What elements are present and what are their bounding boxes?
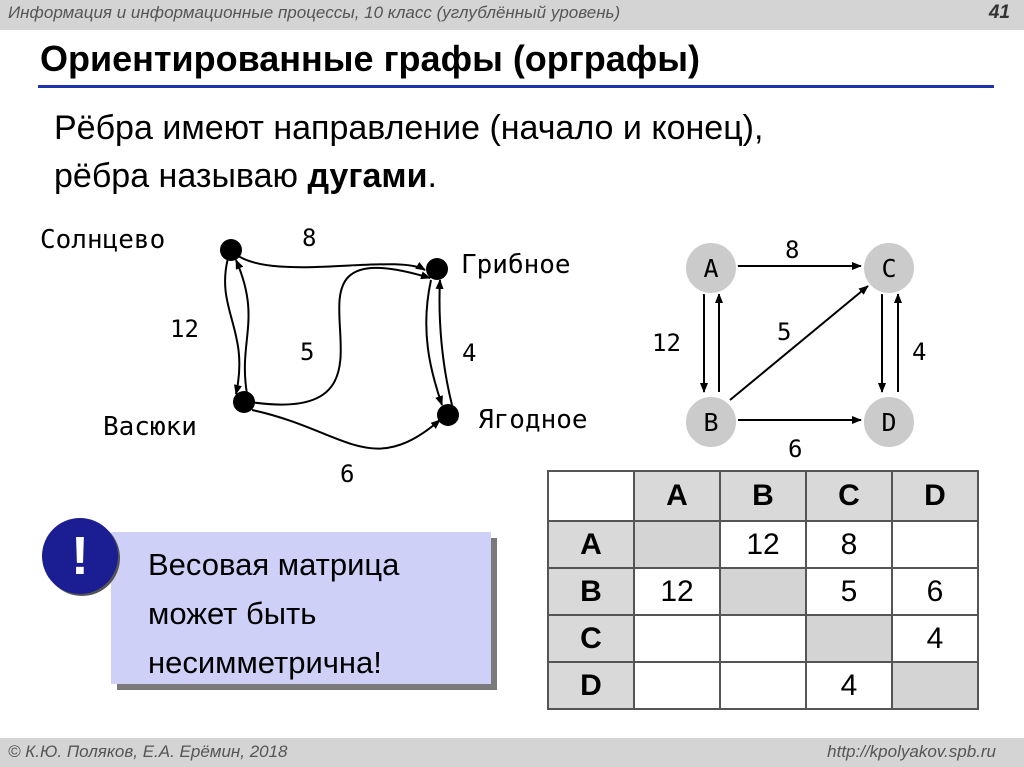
- node-d-label: D: [881, 408, 896, 437]
- matrix-row: C 4: [547, 614, 979, 663]
- weight-4-map: 4: [462, 339, 476, 367]
- slide-title: Ориентированные графы (орграфы): [40, 38, 701, 79]
- matrix-row: D 4: [547, 661, 979, 710]
- note-line-3: несимметрична!: [148, 645, 382, 680]
- node-a-label: A: [703, 254, 718, 283]
- note-text: Весовая матрица может быть несимметрична…: [148, 540, 399, 687]
- matrix-cell: 4: [805, 661, 893, 710]
- title-underline: [38, 85, 994, 88]
- course-title: Информация и информационные процессы, 10…: [8, 3, 621, 22]
- exclamation-icon: !: [42, 518, 118, 594]
- weight-12-letter: 12: [652, 329, 681, 357]
- node-a: [684, 241, 738, 295]
- note-line-1: Весовая матрица: [148, 547, 400, 582]
- weight-6-map: 6: [340, 460, 354, 488]
- note-box: [111, 532, 491, 684]
- arc-solntsevo-vasyuki: [224, 257, 242, 395]
- matrix-row: B 12 5 6: [547, 567, 979, 616]
- row-header: D: [547, 661, 635, 710]
- matrix-cell: [719, 661, 807, 710]
- weight-5-map: 5: [300, 338, 314, 366]
- arc-vasyuki-yagodnoe: [251, 409, 441, 450]
- node-b: [684, 395, 738, 449]
- label-yagodnoe: Ягодное: [478, 405, 588, 435]
- row-header: B: [547, 567, 635, 616]
- intro-line-2-suffix: .: [427, 157, 437, 195]
- col-header: C: [805, 470, 893, 522]
- matrix-cell: 12: [719, 520, 807, 569]
- copyright: © К.Ю. Поляков, Е.А. Ерёмин, 2018: [8, 742, 288, 761]
- matrix-row: A 12 8: [547, 520, 979, 569]
- arc-b-c: [729, 285, 869, 401]
- arc-vasyuki-solntsevo: [235, 259, 250, 395]
- intro-line-2-prefix: рёбра называю: [54, 157, 308, 195]
- node-c-label: C: [881, 254, 896, 283]
- row-header: A: [547, 520, 635, 569]
- matrix-cell: [719, 614, 807, 663]
- weight-5-letter: 5: [777, 318, 791, 346]
- header-bar: Информация и информационные процессы, 10…: [0, 0, 1024, 30]
- matrix-cell: 6: [891, 567, 979, 616]
- node-b-label: B: [703, 408, 718, 437]
- node-vasyuki: [233, 391, 255, 413]
- intro-line-2: рёбра называю дугами.: [54, 152, 763, 200]
- matrix-cell: 4: [891, 614, 979, 663]
- matrix-cell: [891, 520, 979, 569]
- matrix-cell: [633, 614, 721, 663]
- site-link[interactable]: http://kpolyakov.spb.ru: [827, 742, 996, 761]
- label-vasyuki: Васюки: [103, 412, 197, 442]
- col-header: A: [633, 470, 721, 522]
- label-gribnoe: Грибное: [461, 250, 571, 280]
- note-line-2: может быть: [148, 596, 317, 631]
- weight-6-letter: 6: [788, 435, 802, 463]
- matrix-corner: [547, 470, 635, 522]
- node-c: [862, 241, 916, 295]
- intro-term-arcs: дугами: [307, 157, 428, 195]
- weight-8-letter: 8: [785, 236, 799, 264]
- weight-matrix: A B C D A 12 8 B 12 5 6 C 4 D 4: [547, 470, 979, 710]
- label-solntsevo: Солнцево: [40, 225, 165, 255]
- arc-solntsevo-gribnoe: [231, 250, 426, 271]
- arc-gribnoe-yagodnoe: [425, 279, 443, 406]
- col-header: D: [891, 470, 979, 522]
- weight-4-letter: 4: [912, 338, 926, 366]
- matrix-cell: [633, 520, 721, 569]
- matrix-cell: 12: [633, 567, 721, 616]
- node-d: [862, 395, 916, 449]
- matrix-cell: [719, 567, 807, 616]
- matrix-cell: [891, 661, 979, 710]
- matrix-cell: [633, 661, 721, 710]
- matrix-cell: [805, 614, 893, 663]
- page-number: 41: [988, 2, 1010, 23]
- weight-8-map: 8: [302, 224, 316, 252]
- intro-text: Рёбра имеют направление (начало и конец)…: [54, 104, 763, 200]
- col-header: B: [719, 470, 807, 522]
- arc-yagodnoe-gribnoe: [435, 279, 453, 406]
- node-yagodnoe: [437, 404, 459, 426]
- weight-12-map: 12: [170, 315, 199, 343]
- node-gribnoe: [426, 258, 448, 280]
- intro-line-1: Рёбра имеют направление (начало и конец)…: [54, 109, 764, 147]
- node-solntsevo: [220, 239, 242, 261]
- matrix-cell: 8: [805, 520, 893, 569]
- matrix-header-row: A B C D: [547, 470, 979, 522]
- footer-bar: © К.Ю. Поляков, Е.А. Ерёмин, 2018 http:/…: [0, 738, 1024, 767]
- arc-vasyuki-gribnoe: [249, 266, 431, 406]
- row-header: C: [547, 614, 635, 663]
- matrix-cell: 5: [805, 567, 893, 616]
